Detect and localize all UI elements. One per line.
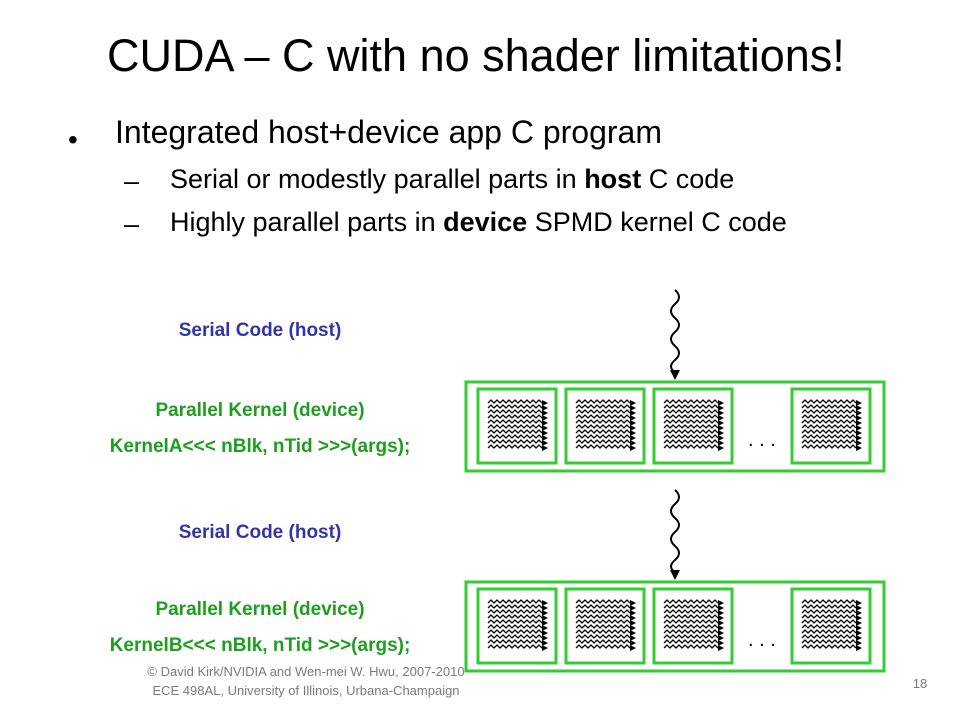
- ellipsis-2: . . .: [748, 629, 776, 651]
- bullet-dot: •: [68, 124, 78, 155]
- serial-thread-2: [670, 489, 680, 580]
- kernel-call-a: KernelA<<< nBlk, nTid >>>(args);: [109, 436, 411, 457]
- sub1-pre: Serial or modestly parallel parts in: [170, 164, 585, 194]
- sub-dash-2: –: [124, 209, 140, 239]
- serial-code-label-2: Serial Code (host): [178, 522, 342, 543]
- kernel-grid-b: [464, 580, 886, 673]
- footer-line-2: ECE 498AL, University of Illinois, Urban…: [152, 683, 460, 698]
- ellipsis-1: . . .: [748, 429, 776, 451]
- sub2-pre: Highly parallel parts in: [170, 207, 444, 237]
- thread-block: [654, 589, 732, 663]
- parallel-kernel-label-2: Parallel Kernel (device): [155, 599, 365, 620]
- sub-bullet-2: Highly parallel parts in device SPMD ker…: [170, 205, 787, 239]
- kernel-grid-a: [464, 380, 886, 473]
- sub2-post: SPMD kernel C code: [527, 207, 787, 237]
- thread-block: [566, 589, 644, 663]
- serial-thread-1: [670, 289, 680, 380]
- footer-line-1: © David Kirk/NVIDIA and Wen-mei W. Hwu, …: [147, 664, 465, 679]
- sub-bullet-1: Serial or modestly parallel parts in hos…: [170, 162, 734, 196]
- thread-block: [478, 389, 556, 463]
- thread-block: [792, 389, 870, 463]
- thread-block: [792, 589, 870, 663]
- sub-dash-1: –: [124, 166, 140, 196]
- kernel-call-b: KernelB<<< nBlk, nTid >>>(args);: [109, 635, 411, 656]
- bullet-main: Integrated host+device app C program: [115, 114, 662, 150]
- thread-block: [654, 389, 732, 463]
- thread-block: [478, 589, 556, 663]
- slide-title: CUDA – C with no shader limitations!: [107, 30, 845, 81]
- parallel-kernel-label-1: Parallel Kernel (device): [155, 400, 365, 421]
- serial-code-label-1: Serial Code (host): [178, 320, 342, 341]
- sub1-post: C code: [641, 164, 735, 194]
- sub2-bold: device: [443, 207, 528, 237]
- sub1-bold: host: [584, 164, 642, 194]
- page-number: 18: [912, 676, 928, 691]
- thread-block: [566, 389, 644, 463]
